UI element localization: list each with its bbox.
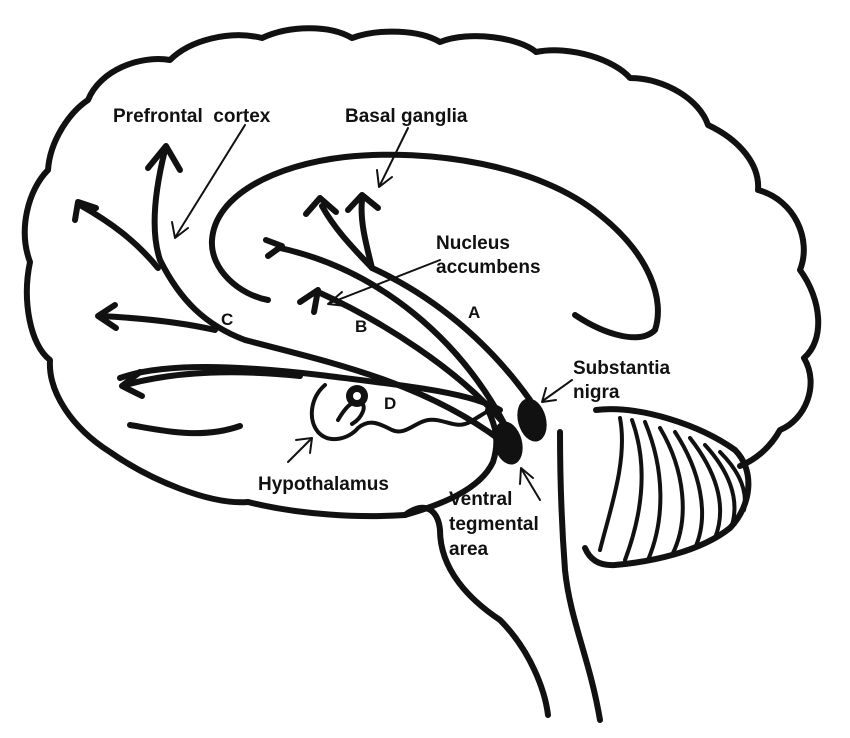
pathway-a-branch-arrowhead	[303, 195, 339, 217]
cortex-outline	[21, 25, 822, 506]
nucleus-accumbens-pointer	[329, 259, 441, 304]
pathway-c-trunk	[151, 147, 503, 443]
pathway-a-branch	[319, 203, 375, 271]
prefrontal-pointer	[175, 124, 246, 237]
pathway-label-c: C	[221, 310, 233, 329]
substantia-nigra-nucleus	[517, 398, 547, 442]
pathway-c-upper-branch-arrowhead	[72, 199, 99, 223]
pathway-c-mid-branch-arrowhead	[95, 302, 119, 331]
pathway-b	[315, 289, 508, 428]
cerebellum-outline	[582, 406, 752, 569]
label-prefrontal-cortex: Prefrontal cortex	[113, 106, 271, 127]
pathway-d-branch	[122, 369, 303, 388]
label-ventral-tegmental-3: area	[449, 539, 489, 560]
hypothalamus-pointer-head	[295, 437, 313, 454]
brainstem-posterior-edge	[557, 429, 603, 723]
corpus-callosum	[208, 151, 661, 341]
pathway-c-mid-branch	[97, 313, 218, 333]
pathway-label-a: A	[468, 303, 480, 322]
substantia-nigra-pointer	[543, 379, 573, 401]
basal-ganglia-pointer	[379, 127, 409, 186]
ventral-tegmental-pointer-head	[519, 467, 534, 485]
frontal-underside	[245, 499, 408, 520]
pathway-d-branch-arrowhead	[119, 369, 145, 399]
label-substantia-nigra-1: Substantia	[573, 358, 671, 379]
temporal-lobe	[127, 422, 243, 437]
label-hypothalamus: Hypothalamus	[258, 474, 389, 495]
label-nucleus-accumbens-2: accumbens	[436, 257, 541, 278]
brainstem-top	[402, 504, 443, 533]
pathway-c-upper-branch	[77, 202, 161, 271]
pathway-b-arrowhead	[297, 287, 321, 315]
label-ventral-tegmental-1: Ventral	[449, 489, 512, 510]
limbic-ring	[117, 364, 503, 413]
pathway-c-top-arrowhead	[145, 143, 183, 173]
nucleus-accumbens-pointer-head	[327, 291, 347, 307]
brainstem-front	[402, 407, 500, 518]
cerebellum-folia	[598, 416, 747, 562]
label-basal-ganglia: Basal ganglia	[345, 106, 468, 127]
label-ventral-tegmental-2: tegmental	[449, 514, 539, 535]
prefrontal-pointer-head	[171, 221, 189, 239]
substantia-nigra-pointer-head	[541, 387, 557, 403]
hypothalamus-pointer	[287, 439, 311, 463]
label-nucleus-accumbens-1: Nucleus	[436, 233, 510, 254]
pathway-b-upper-arrowhead	[263, 237, 285, 259]
ventral-tegmental-pointer	[521, 469, 541, 501]
pathway-label-b: B	[355, 317, 367, 336]
brainstem-anterior-edge	[437, 527, 551, 718]
basal-ganglia-pointer-head	[376, 169, 393, 188]
pathway-a-arrowhead	[345, 192, 381, 213]
ventral-tegmental-nucleus	[493, 421, 523, 465]
pathway-b-upper	[277, 245, 508, 428]
label-substantia-nigra-2: nigra	[573, 382, 620, 403]
hypothalamus-nucleus-center	[353, 392, 361, 400]
hypothalamus-outline	[309, 383, 492, 442]
pathway-label-d: D	[384, 394, 396, 413]
